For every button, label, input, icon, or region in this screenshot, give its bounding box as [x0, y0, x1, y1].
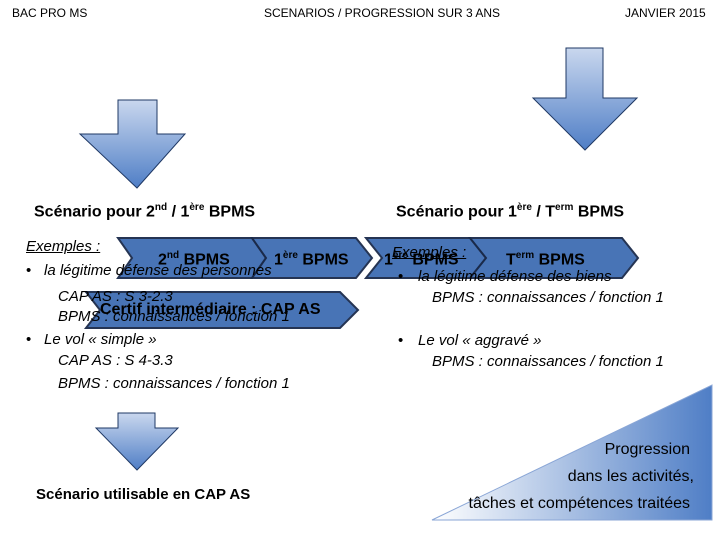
right-item2: Le vol « aggravé »	[418, 332, 542, 349]
down-arrow-right-icon	[531, 47, 639, 151]
right-item1-line2: BPMS : connaissances / fonction 1	[432, 289, 664, 306]
left-item2-line2: CAP AS : S 4-3.3	[58, 352, 173, 369]
chevron-2	[250, 237, 374, 279]
header-left: BAC PRO MS	[12, 6, 88, 20]
chevron-4	[467, 237, 640, 279]
right-item2-bullet: •	[398, 332, 404, 349]
left-item2: Le vol « simple »	[44, 331, 157, 348]
left-item2-bullet: •	[26, 331, 32, 348]
down-arrow-bottom-icon	[94, 412, 180, 471]
chevron-2-label: 1ère BPMS	[274, 250, 349, 269]
left-item1-line3: BPMS : connaissances / fonction 1	[58, 308, 290, 325]
chevron-1-label: 2nd BPMS	[158, 250, 230, 269]
header-right: JANVIER 2015	[625, 6, 706, 20]
left-item2-line3: BPMS : connaissances / fonction 1	[58, 375, 290, 392]
left-item1: la légitime défense des personnes	[44, 262, 272, 279]
left-item1-bullet: •	[26, 262, 32, 279]
chevron-3-label: 1ère BPMS	[384, 250, 459, 269]
chevron-4-label: Term BPMS	[506, 250, 585, 269]
down-arrow-left-icon	[78, 99, 187, 189]
left-item1-line2: CAP AS : S 3-2.3	[58, 288, 173, 305]
right-examples-label: Exemples :	[392, 244, 467, 261]
cap-scenario-label: Scénario utilisable en CAP AS	[36, 486, 251, 503]
right-item1-bullet: •	[398, 268, 404, 285]
certif-label: Certif intermédiaire : CAP AS	[100, 301, 321, 318]
right-scenario-title: Scénario pour 1ère / Term BPMS	[396, 202, 625, 221]
progression-line1: Progression	[604, 441, 690, 458]
header-center: SCENARIOS / PROGRESSION SUR 3 ANS	[264, 6, 501, 20]
right-item1: la légitime défense des biens	[418, 268, 612, 285]
progression-wedge	[431, 384, 713, 521]
right-item2-line2: BPMS : connaissances / fonction 1	[432, 353, 664, 370]
left-examples-label: Exemples :	[26, 238, 101, 255]
left-scenario-title: Scénario pour 2nd / 1ère BPMS	[34, 202, 256, 221]
progression-line3: tâches et compétences traitées	[468, 495, 690, 512]
progression-line2: dans les activités,	[567, 468, 694, 485]
chevron-certif	[83, 291, 360, 329]
